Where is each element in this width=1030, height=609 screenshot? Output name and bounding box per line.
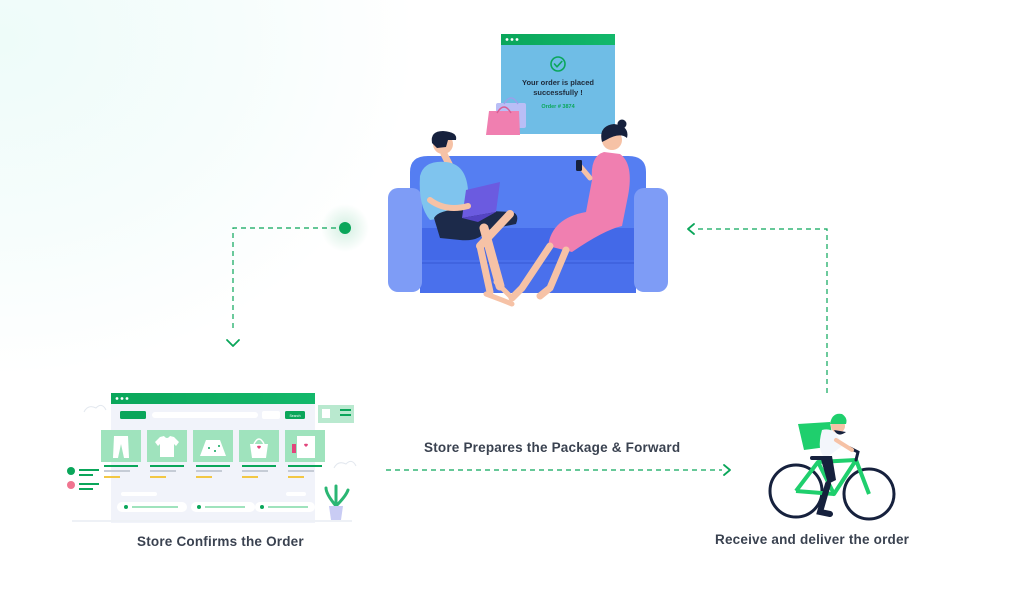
step-deliver-label: Receive and deliver the order: [715, 532, 910, 547]
chevron-left-icon: [687, 223, 695, 235]
man-figure: [419, 131, 518, 307]
step-prepare-label: Store Prepares the Package & Forward: [424, 440, 681, 455]
plant-icon: [324, 484, 350, 520]
step-confirm-label: Store Confirms the Order: [137, 534, 304, 549]
rider-figure: [798, 413, 854, 517]
skirt-icon: [200, 440, 226, 456]
phone-icon: [576, 160, 582, 171]
pants-icon: [113, 436, 129, 458]
product-card: [285, 430, 325, 478]
couple-on-sofa-illustration: [388, 119, 668, 307]
flow-start-dot: [339, 222, 351, 234]
delivery-rider-illustration: [768, 413, 896, 521]
shopping-bags-icon: [486, 97, 526, 135]
product-card: [193, 430, 233, 478]
store-dashboard-illustration: Search: [67, 393, 357, 523]
bicycle-icon: [768, 446, 896, 521]
order-number: Order # 3874: [541, 104, 575, 110]
svg-text:Search: Search: [289, 414, 300, 418]
check-circle-icon: [550, 56, 566, 72]
bag-icon: [250, 444, 268, 458]
product-card: [239, 430, 279, 478]
connector-sofa-to-store: [226, 204, 369, 347]
chevron-right-icon: [723, 464, 731, 476]
connector-store-to-rider: [386, 464, 731, 476]
chevron-down-icon: [226, 339, 240, 347]
woman-figure: [508, 119, 630, 302]
search-button: [285, 411, 305, 419]
product-card: [101, 430, 141, 478]
tshirt-icon: [155, 436, 179, 457]
laptop-icon: [462, 182, 500, 218]
product-card: [147, 430, 187, 478]
connector-rider-to-sofa: [687, 223, 828, 393]
